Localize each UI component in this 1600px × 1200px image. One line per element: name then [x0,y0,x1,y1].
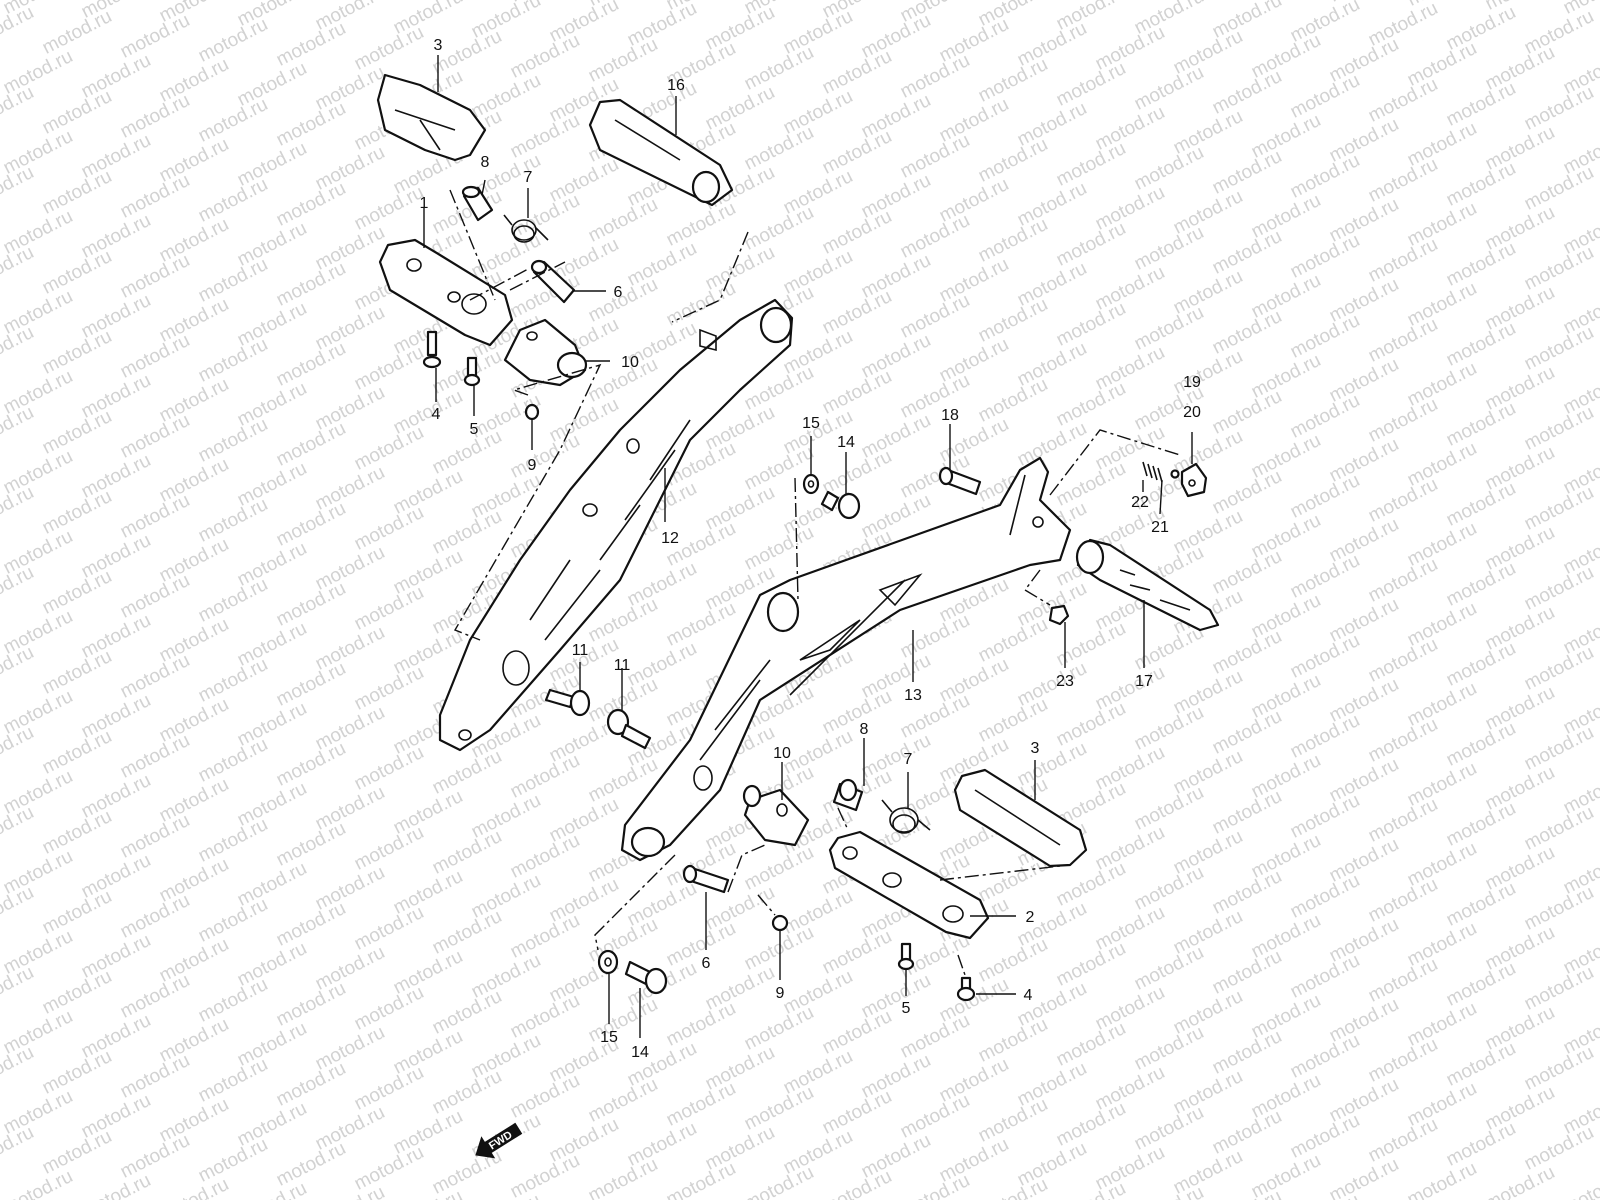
callout-15-upper: 15 [802,415,820,432]
bolt-11-b [606,708,652,750]
plate-20 [1180,462,1208,498]
washer-15-lower [597,949,619,975]
callout-10-upper: 10 [621,354,639,371]
pivot-pin-8-lower [832,778,864,812]
bolt-11-a [544,688,591,717]
pin-6-lower [682,864,730,894]
callout-1: 1 [420,195,429,212]
footrest-rubber-3-lower [953,768,1088,868]
callout-3-lower: 3 [1031,740,1040,757]
leader-lines [423,55,1193,1038]
callout-20: 20 [1183,404,1201,421]
callout-3-upper: 3 [434,37,443,54]
left-footrest-bracket-12 [438,298,794,752]
spring-7-lower [881,799,931,834]
callout-19: 19 [1183,374,1201,391]
callout-6-lower: 6 [702,955,711,972]
clip-9-upper [524,403,540,421]
callout-9-lower: 9 [776,985,785,1002]
callout-14-upper: 14 [837,434,855,451]
callout-8-lower: 8 [860,721,869,738]
screw-5-lower [897,942,915,971]
callout-23: 23 [1056,673,1074,690]
footrest-1 [378,238,514,347]
passenger-footrest-17 [1075,538,1220,632]
footrest-rubber-3-upper [376,73,487,162]
holder-10-lower [742,784,810,847]
right-footrest-bracket-13 [620,456,1072,862]
callout-2: 2 [1026,909,1035,926]
passenger-footrest-16 [588,98,734,207]
callout-13: 13 [904,687,922,704]
screw-5-upper [463,356,481,387]
bolt-14-lower [624,960,668,995]
callout-17: 17 [1135,673,1153,690]
bolt-4-upper [422,330,442,369]
bolt-4-lower [956,976,976,1002]
bolt-14-upper [820,490,861,520]
pivot-pin-8-upper [461,185,494,222]
footrest-2 [828,830,990,940]
callout-5-lower: 5 [902,1000,911,1017]
callout-7-lower: 7 [904,751,913,768]
callout-7-upper: 7 [524,169,533,186]
callout-8-upper: 8 [481,154,490,171]
callout-4-upper: 4 [432,406,441,423]
callout-12: 12 [661,530,679,547]
callout-5-upper: 5 [470,421,479,438]
spring-7-upper [503,214,549,243]
holder-10-upper [503,318,588,387]
nut-23 [1048,604,1070,626]
callout-11-b: 11 [614,657,631,674]
spring-22 [1142,461,1163,483]
fwd-direction-arrow-icon: FWD [475,1122,523,1159]
callout-4-lower: 4 [1024,987,1033,1004]
pin-18 [938,466,982,496]
clip-9-lower [771,914,789,932]
callout-9-upper: 9 [528,457,537,474]
callout-14-lower: 14 [631,1044,649,1061]
assembly-lines [449,189,1181,976]
callout-11-a: 11 [572,642,589,659]
callout-22: 22 [1131,494,1149,511]
washer-15-upper [802,473,820,495]
callout-10-lower: 10 [773,745,791,762]
ball-21 [1170,469,1180,479]
pin-6-upper [530,259,576,304]
callout-6-upper: 6 [614,284,623,301]
callout-16: 16 [667,77,685,94]
callout-18: 18 [941,407,959,424]
callout-labels: 3 16 8 7 1 6 10 4 5 9 12 15 14 18 19 20 … [420,37,1201,1061]
callout-15-lower: 15 [600,1029,618,1046]
callout-21: 21 [1151,519,1169,536]
